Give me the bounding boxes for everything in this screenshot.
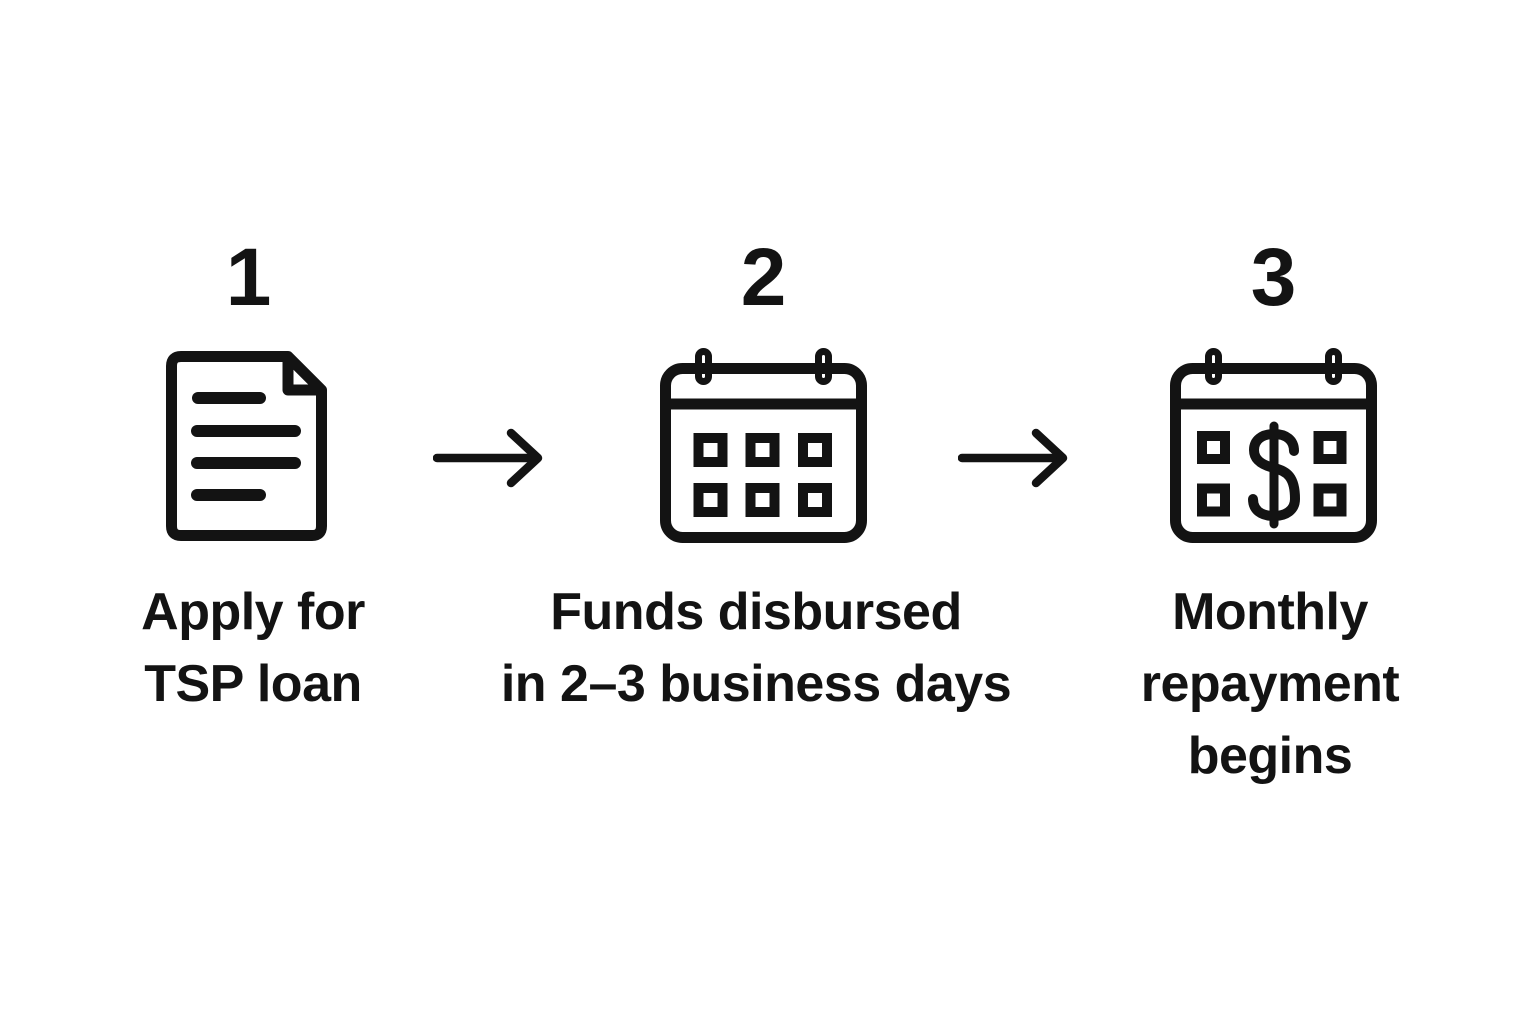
- right-arrow-icon: [958, 428, 1070, 488]
- step-1-label-line-2: TSP loan: [144, 655, 362, 713]
- step-1-number: 1: [225, 232, 272, 323]
- step-2-label-line-1: Funds disbursed: [550, 583, 962, 641]
- step-3-number: 3: [1250, 232, 1297, 323]
- step-3-label-line-3: begins: [1187, 727, 1353, 785]
- calendar-icon: [660, 348, 867, 543]
- step-2-label-line-2: in 2–3 business days: [500, 655, 1012, 713]
- document-icon: [165, 350, 329, 542]
- step-2-number: 2: [740, 232, 787, 323]
- right-arrow-icon: [433, 428, 545, 488]
- step-2-label: Funds disbursed in 2–3 business days: [500, 576, 1012, 720]
- step-1-label: Apply for TSP loan: [73, 576, 433, 720]
- step-3-label-line-1: Monthly: [1172, 583, 1368, 641]
- step-1-label-line-1: Apply for: [141, 583, 365, 641]
- step-3-label-line-2: repayment: [1140, 655, 1400, 713]
- step-3-label: Monthly repayment begins: [1086, 576, 1454, 792]
- calendar-dollar-icon: [1170, 348, 1377, 543]
